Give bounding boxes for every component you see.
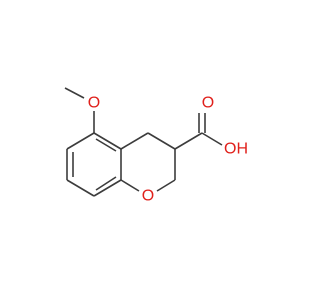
bond-c4-c3: [147, 132, 176, 150]
bond-c5-c4a: [93, 132, 122, 150]
structure-canvas: O O O OH: [64, 87, 248, 205]
structure-diagram: O O O OH: [64, 87, 248, 205]
methoxy-oxygen-label: O: [88, 95, 100, 112]
bond-o1-c8a: [120, 179, 140, 192]
bond-methyl-o: [64, 87, 85, 99]
bond-c3-cooh: [174, 132, 203, 150]
bond-c6-c5: [66, 132, 95, 150]
hydroxyl-label: OH: [224, 141, 248, 158]
bond-c2-o1: [156, 179, 176, 192]
ring-oxygen-label: O: [142, 188, 154, 205]
bond-inner-c8a-c8: [95, 176, 117, 191]
bond-c-oh: [201, 132, 223, 146]
bond-inner-c5-c4a: [95, 138, 117, 152]
bond-c8-c7: [66, 179, 95, 197]
bond-c8a-c8: [93, 179, 122, 197]
carbonyl-oxygen-label: O: [202, 95, 214, 112]
bond-c4a-c4: [120, 132, 149, 150]
